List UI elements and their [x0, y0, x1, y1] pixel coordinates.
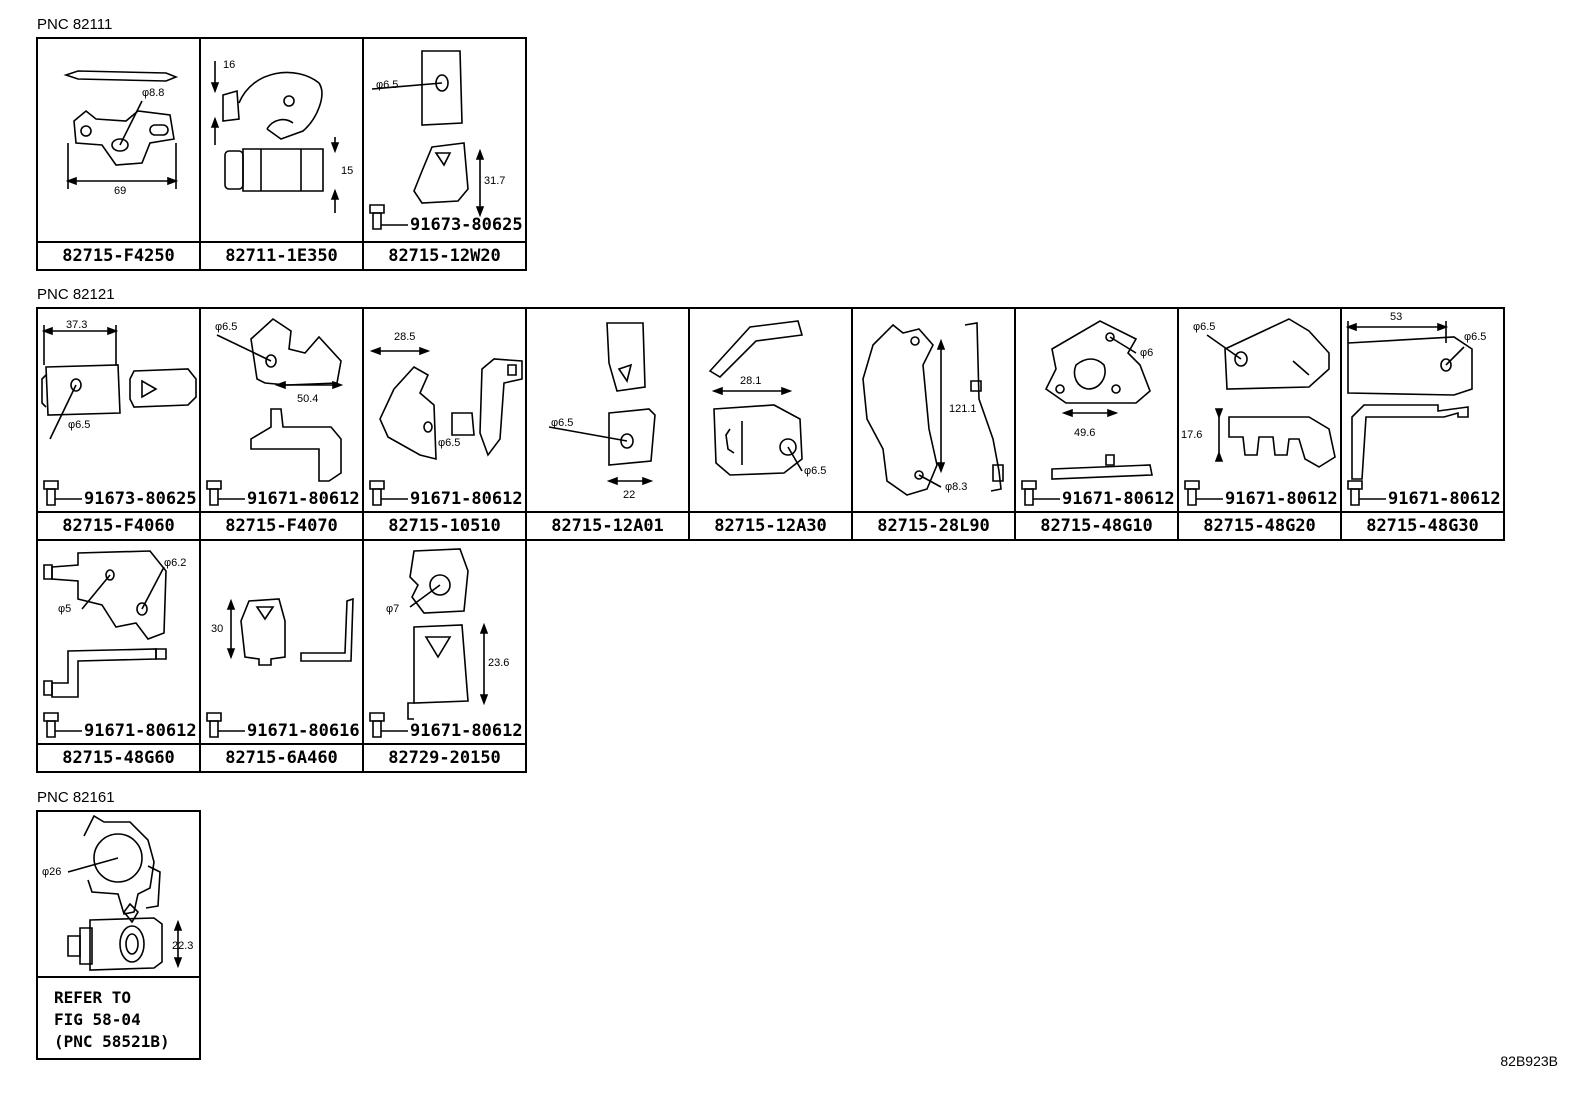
dim-height: 30 [211, 623, 224, 635]
part-number-label[interactable]: 82715-10510 [364, 511, 525, 539]
part-number-label[interactable]: 82715-48G60 [38, 743, 199, 771]
dim-hole-diameter: φ8.3 [945, 481, 968, 493]
dim-hole-diameter: φ6.5 [215, 321, 238, 333]
pnc-heading-82161: PNC 82161 [37, 789, 115, 806]
dim-height-upper: 16 [223, 59, 236, 71]
part-cell-82715-12A01[interactable]: φ6.5 22 82715-12A01 [525, 307, 690, 541]
dim-diameter: φ26 [42, 866, 62, 878]
dim-hole-diameter: φ6.5 [1193, 321, 1216, 333]
part-drawing-82715-48G20 [1179, 309, 1340, 509]
dim-hole-diameter: φ8.8 [142, 87, 165, 99]
dim-width: 37.3 [66, 319, 88, 331]
part-number-label[interactable]: 82715-F4060 [38, 511, 199, 539]
part-drawing-82161 [38, 812, 199, 978]
part-number-label[interactable]: 82715-12W20 [364, 241, 525, 269]
part-cell-82715-F4070[interactable]: φ6.5 50.4 91671-80612 82715-F4070 [199, 307, 364, 541]
part-cell-82161[interactable]: φ26 22.3 REFER TO FIG 58-04 (PNC 58521B) [36, 810, 201, 1060]
part-drawing-82715-28L90 [853, 309, 1014, 509]
dim-hole-diameter: φ6.5 [804, 465, 827, 477]
refer-line-3: (PNC 58521B) [54, 1032, 170, 1051]
refer-note[interactable]: REFER TO FIG 58-04 (PNC 58521B) [54, 987, 170, 1053]
part-drawing-82729-20150 [364, 541, 525, 741]
dim-height-lower: 15 [341, 165, 354, 177]
part-cell-82729-20150[interactable]: φ7 23.6 91671-80612 82729-20150 [362, 539, 527, 773]
part-drawing-82715-12A30 [690, 309, 851, 509]
dim-hole-diameter: φ7 [386, 603, 400, 615]
dim-width: 49.6 [1074, 427, 1096, 439]
dim-hole-diameter: φ6.5 [1464, 331, 1487, 343]
part-cell-82711-1E350[interactable]: 16 15 82711-1E350 [199, 37, 364, 271]
dim-height: 23.6 [488, 657, 510, 669]
part-cell-82715-10510[interactable]: 28.5 φ6.5 91671-80612 82715-10510 [362, 307, 527, 541]
bolt-part-number[interactable]: 91671-80612 [410, 721, 523, 741]
part-drawing-82715-48G10 [1016, 309, 1177, 509]
part-number-label[interactable]: 82715-12A30 [690, 511, 851, 539]
part-drawing-82711-1E350 [201, 39, 362, 239]
pnc-heading-82121: PNC 82121 [37, 286, 115, 303]
bolt-part-number[interactable]: 91671-80616 [247, 721, 360, 741]
part-number-label[interactable]: 82715-48G30 [1342, 511, 1503, 539]
part-cell-82715-12A30[interactable]: 28.1 φ6.5 82715-12A30 [688, 307, 853, 541]
part-cell-82715-48G10[interactable]: φ6 49.6 91671-80612 82715-48G10 [1014, 307, 1179, 541]
part-cell-82715-48G60[interactable]: φ6.2 φ5 91671-80612 82715-48G60 [36, 539, 201, 773]
part-number-label[interactable]: 82715-48G10 [1016, 511, 1177, 539]
part-cell-82715-28L90[interactable]: 121.1 φ8.3 82715-28L90 [851, 307, 1016, 541]
bolt-part-number[interactable]: 91671-80612 [247, 489, 360, 509]
illustration-code: 82B923B [1500, 1053, 1558, 1069]
dim-width: 22 [623, 489, 636, 501]
bolt-part-number[interactable]: 91671-80612 [1062, 489, 1175, 509]
part-drawing-82715-10510 [364, 309, 525, 509]
part-cell-82715-48G30[interactable]: 53 φ6.5 91671-80612 82715-48G30 [1340, 307, 1505, 541]
dim-hole-diameter: φ6.5 [376, 79, 399, 91]
part-number-label[interactable]: 82711-1E350 [201, 241, 362, 269]
dim-hole-diameter: φ6.5 [438, 437, 461, 449]
part-cell-82715-F4060[interactable]: 37.3 φ6.5 91673-80625 82715-F4060 [36, 307, 201, 541]
dim-height: 31.7 [484, 175, 506, 187]
part-drawing-82715-12A01 [527, 309, 688, 509]
part-drawing-82715-F4060 [38, 309, 199, 509]
dim-hole-diameter: φ6.5 [68, 419, 91, 431]
refer-divider [38, 976, 199, 978]
part-drawing-82715-F4250 [38, 39, 199, 239]
dim-width: 50.4 [297, 393, 319, 405]
dim-height: 22.3 [172, 940, 194, 952]
part-cell-82715-48G20[interactable]: φ6.5 17.6 91671-80612 82715-48G20 [1177, 307, 1342, 541]
part-cell-82715-12W20[interactable]: φ6.5 31.7 91673-80625 82715-12W20 [362, 37, 527, 271]
bolt-part-number[interactable]: 91671-80612 [1225, 489, 1338, 509]
dim-hole-diameter: φ6.5 [551, 417, 574, 429]
bolt-part-number[interactable]: 91671-80612 [410, 489, 523, 509]
part-number-label[interactable]: 82715-F4250 [38, 241, 199, 269]
dim-height: 121.1 [949, 403, 977, 415]
part-number-label[interactable]: 82715-28L90 [853, 511, 1014, 539]
part-number-label[interactable]: 82715-48G20 [1179, 511, 1340, 539]
part-drawing-82715-48G30 [1342, 309, 1503, 509]
part-number-label[interactable]: 82715-F4070 [201, 511, 362, 539]
part-drawing-82715-12W20 [364, 39, 525, 239]
dim-width: 28.1 [740, 375, 762, 387]
dim-width: 28.5 [394, 331, 416, 343]
dim-width: 69 [114, 185, 127, 197]
bolt-part-number[interactable]: 91673-80625 [84, 489, 197, 509]
part-drawing-82715-F4070 [201, 309, 362, 509]
part-drawing-82715-48G60 [38, 541, 199, 741]
refer-line-2: FIG 58-04 [54, 1010, 141, 1029]
dim-height: 17.6 [1181, 429, 1203, 441]
dim-width: 53 [1390, 311, 1403, 323]
pnc-heading-82111: PNC 82111 [37, 16, 113, 33]
part-cell-82715-6A460[interactable]: 30 91671-80616 82715-6A460 [199, 539, 364, 773]
dim-hole-diameter: φ6 [1140, 347, 1154, 359]
bolt-part-number[interactable]: 91673-80625 [410, 215, 523, 235]
dim-hole-diameter-large: φ6.2 [164, 557, 187, 569]
part-number-label[interactable]: 82715-12A01 [527, 511, 688, 539]
refer-line-1: REFER TO [54, 988, 132, 1007]
dim-hole-diameter-small: φ5 [58, 603, 72, 615]
part-number-label[interactable]: 82715-6A460 [201, 743, 362, 771]
bolt-part-number[interactable]: 91671-80612 [84, 721, 197, 741]
part-cell-82715-F4250[interactable]: φ8.8 69 82715-F4250 [36, 37, 201, 271]
bolt-part-number[interactable]: 91671-80612 [1388, 489, 1501, 509]
part-drawing-82715-6A460 [201, 541, 362, 741]
part-number-label[interactable]: 82729-20150 [364, 743, 525, 771]
